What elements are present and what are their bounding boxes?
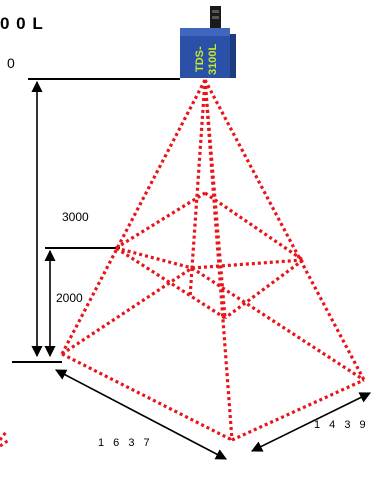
sensor-body-side [228, 34, 236, 78]
width-side-arrow [250, 392, 372, 452]
sensor-label-line2: 3100L [207, 44, 219, 75]
top-height-label: 0 [7, 55, 15, 71]
width-front-arrow [55, 369, 227, 460]
beam-edge-back-left-lower [188, 267, 194, 299]
beam-edge-back-left [190, 79, 207, 269]
width-front-label: 1 6 3 7 [98, 437, 153, 449]
sensor-device: TDS- 3100L [180, 6, 236, 78]
beam-partial-mark [0, 431, 10, 448]
width-side-label: 1 4 3 9 [314, 419, 369, 431]
sensor-body [180, 28, 230, 78]
distance-3000-label: 3000 [62, 210, 89, 224]
sensor-label-line1: TDS- [194, 46, 206, 72]
beam-pyramid [60, 79, 366, 442]
beam-edge-center [203, 79, 227, 319]
distance-2000-label: 2000 [56, 291, 83, 305]
title-fragment: 0 0 L [0, 14, 44, 33]
beam-edge-back-right [203, 79, 366, 381]
